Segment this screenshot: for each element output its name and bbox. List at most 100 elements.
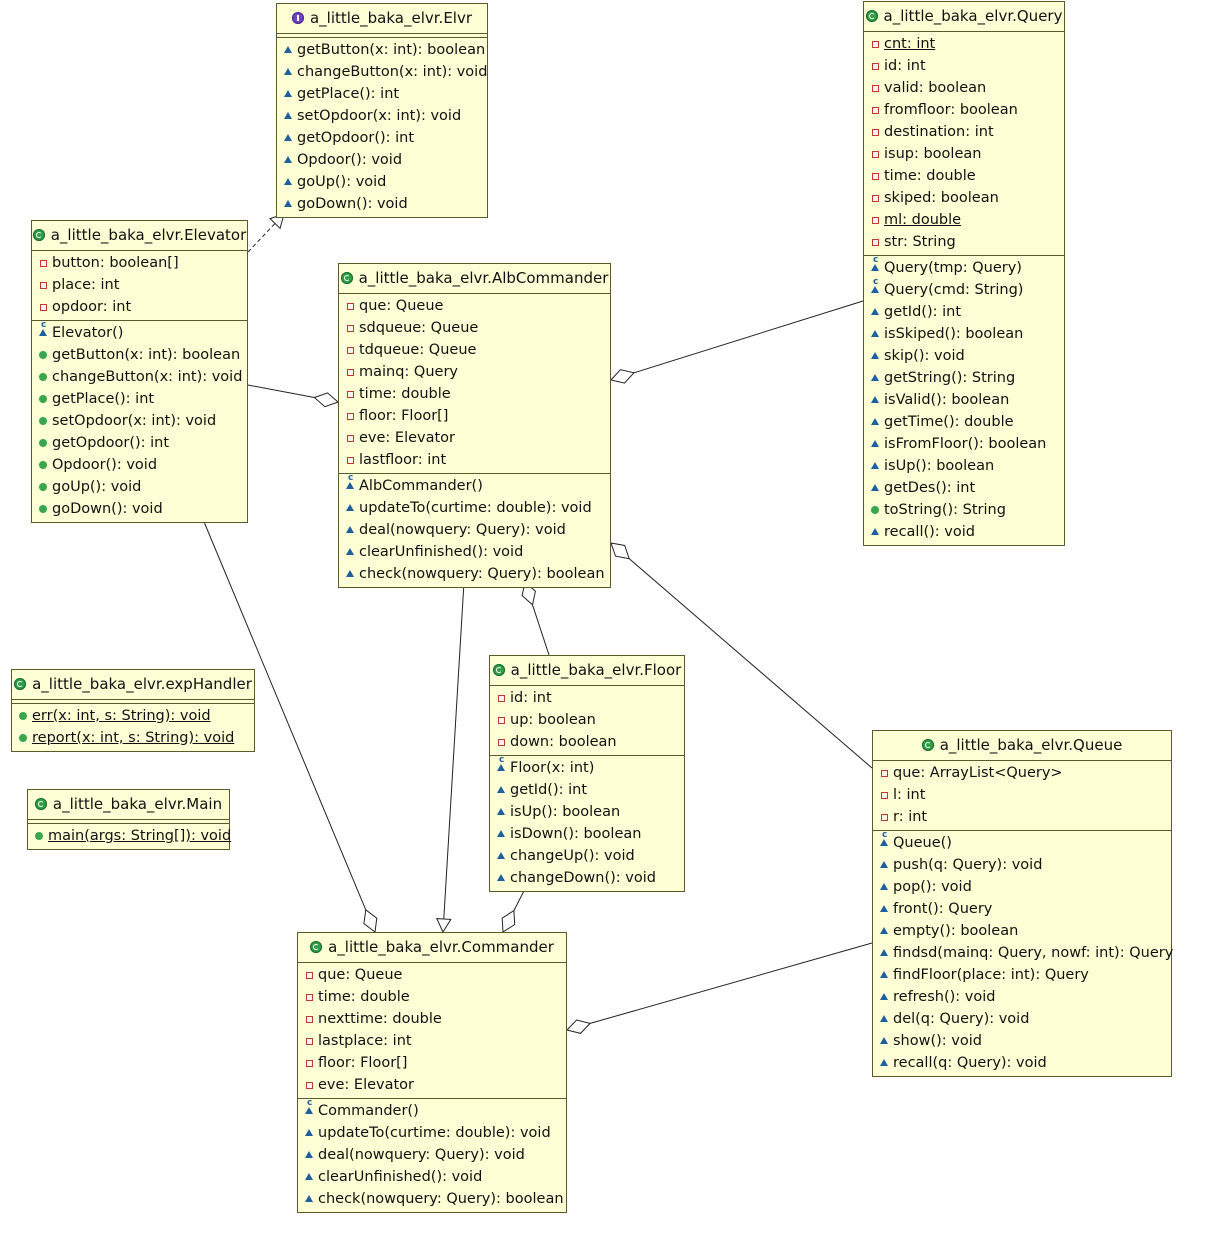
public-visibility-icon bbox=[870, 499, 884, 521]
member-text: getButton(x: int): boolean bbox=[52, 347, 241, 363]
private-visibility-icon bbox=[345, 427, 359, 449]
class-title: a_little_baka_elvr.Floor bbox=[490, 656, 684, 686]
package-visibility-icon bbox=[304, 1188, 318, 1210]
member-text: clearUnfinished(): void bbox=[318, 1169, 483, 1185]
attribute-row: opdoor: int bbox=[32, 296, 247, 318]
private-visibility-icon bbox=[496, 687, 510, 709]
package-visibility-icon bbox=[304, 1166, 318, 1188]
private-visibility-icon bbox=[870, 231, 884, 253]
private-visibility-icon bbox=[870, 99, 884, 121]
member-text: tdqueue: Queue bbox=[359, 342, 477, 358]
aggregation-diamond-commander bbox=[363, 908, 378, 933]
operation-row: Opdoor(): void bbox=[277, 149, 487, 171]
private-visibility-icon bbox=[345, 449, 359, 471]
member-text: setOpdoor(x: int): void bbox=[297, 108, 462, 124]
operation-row: setOpdoor(x: int): void bbox=[32, 410, 247, 432]
member-text: deal(nowquery: Query): void bbox=[359, 522, 566, 538]
operation-row: changeUp(): void bbox=[490, 845, 684, 867]
operation-row: show(): void bbox=[873, 1030, 1171, 1052]
member-text: que: Queue bbox=[318, 967, 403, 983]
operation-row: getPlace(): int bbox=[277, 83, 487, 105]
member-text: que: Queue bbox=[359, 298, 444, 314]
aggregation-edge-queue-albcommander bbox=[628, 558, 873, 769]
member-text: place: int bbox=[52, 277, 120, 293]
attribute-row: r: int bbox=[873, 806, 1171, 828]
member-text: toString(): String bbox=[884, 502, 1006, 518]
realization-edge-elevator-elvr bbox=[247, 223, 276, 253]
private-visibility-icon bbox=[870, 209, 884, 231]
member-text: nexttime: double bbox=[318, 1011, 442, 1027]
package-visibility-icon bbox=[304, 1122, 318, 1144]
private-visibility-icon bbox=[304, 964, 318, 986]
member-text: changeButton(x: int): void bbox=[297, 64, 488, 80]
operation-row: updateTo(curtime: double): void bbox=[339, 497, 610, 519]
member-text: refresh(): void bbox=[893, 989, 996, 1005]
member-text: lastfloor: int bbox=[359, 452, 447, 468]
attribute-row: tdqueue: Queue bbox=[339, 339, 610, 361]
member-text: id: int bbox=[510, 690, 552, 706]
class-kind-icon bbox=[14, 678, 27, 690]
aggregation-diamond-commander bbox=[566, 1019, 592, 1034]
operation-row: recall(q: Query): void bbox=[873, 1052, 1171, 1074]
private-visibility-icon bbox=[496, 731, 510, 753]
constructor-icon: c bbox=[870, 255, 884, 279]
private-visibility-icon bbox=[870, 77, 884, 99]
class-kind-icon bbox=[492, 664, 505, 676]
attribute-row: time: double bbox=[864, 165, 1064, 187]
private-visibility-icon bbox=[870, 165, 884, 187]
private-visibility-icon bbox=[879, 784, 893, 806]
operation-row: del(q: Query): void bbox=[873, 1008, 1171, 1030]
class-kind-icon bbox=[34, 798, 47, 810]
member-text: goUp(): void bbox=[297, 174, 387, 190]
member-text: floor: Floor[] bbox=[359, 408, 449, 424]
member-text: getButton(x: int): boolean bbox=[297, 42, 486, 58]
attribute-row: fromfloor: boolean bbox=[864, 99, 1064, 121]
member-text: que: ArrayList<Query> bbox=[893, 765, 1063, 781]
private-visibility-icon bbox=[870, 55, 884, 77]
attribute-row: ml: double bbox=[864, 209, 1064, 231]
member-text: changeDown(): void bbox=[510, 870, 656, 886]
member-text: Floor(x: int) bbox=[510, 760, 595, 776]
member-text: isup: boolean bbox=[884, 146, 982, 162]
attribute-row: up: boolean bbox=[490, 709, 684, 731]
public-visibility-icon bbox=[18, 705, 32, 727]
member-text: isFromFloor(): boolean bbox=[884, 436, 1047, 452]
member-text: Query(tmp: Query) bbox=[884, 260, 1022, 276]
constructor-icon: c bbox=[870, 277, 884, 301]
package-visibility-icon bbox=[870, 323, 884, 345]
operation-row: changeDown(): void bbox=[490, 867, 684, 889]
constructor-icon: c bbox=[879, 830, 893, 854]
operation-row: goUp(): void bbox=[32, 476, 247, 498]
member-text: setOpdoor(x: int): void bbox=[52, 413, 217, 429]
operation-row: refresh(): void bbox=[873, 986, 1171, 1008]
aggregation-edge-floor-albcommander bbox=[532, 604, 550, 656]
class-box-floor[interactable]: a_little_baka_elvr.Floor id: int up: boole… bbox=[489, 655, 685, 892]
attribute-row: destination: int bbox=[864, 121, 1064, 143]
private-visibility-icon bbox=[304, 1008, 318, 1030]
attribute-row: lastfloor: int bbox=[339, 449, 610, 471]
public-visibility-icon bbox=[38, 366, 52, 388]
operations-compartment: main(args: String[]): void bbox=[28, 824, 231, 849]
private-visibility-icon bbox=[879, 762, 893, 784]
attribute-row: eve: Elevator bbox=[298, 1074, 566, 1096]
generalization-edge-albcommander-commander bbox=[443, 581, 465, 920]
attribute-row: lastplace: int bbox=[298, 1030, 566, 1052]
member-text: push(q: Query): void bbox=[893, 857, 1043, 873]
member-text: getDes(): int bbox=[884, 480, 976, 496]
private-visibility-icon bbox=[38, 274, 52, 296]
